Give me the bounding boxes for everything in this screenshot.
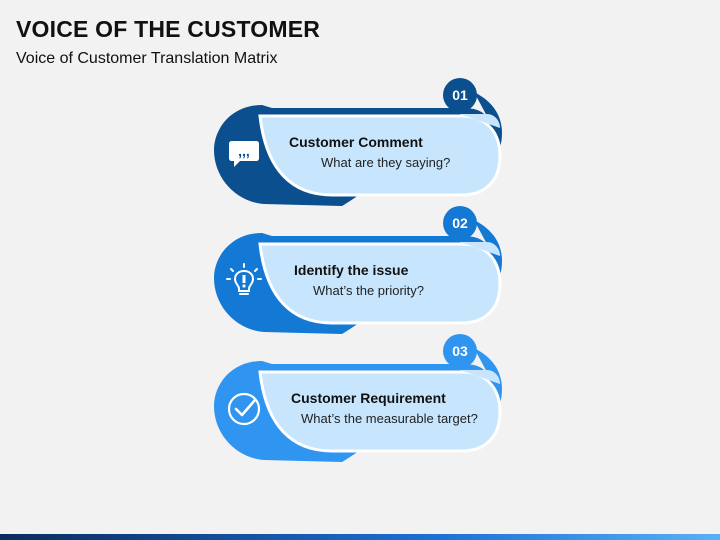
step-heading: Identify the issue [294, 262, 409, 278]
step-card [258, 370, 502, 453]
step-description: What’s the priority? [313, 283, 425, 298]
bottom-accent-bar [0, 534, 720, 540]
step-shape [214, 348, 502, 462]
check-circle-icon [227, 392, 261, 426]
page-title: VOICE OF THE CUSTOMER [16, 16, 321, 42]
step-card [258, 114, 502, 197]
step-card [258, 242, 502, 325]
step-shape [214, 92, 502, 206]
step-customer-comment: 01 ,,, Customer Comment What are they sa… [212, 78, 512, 210]
step-number-badge: 02 [443, 206, 477, 240]
step-customer-requirement: 03 Customer Requirement What’s the measu… [212, 334, 512, 466]
step-card-tab [460, 370, 500, 384]
step-shape [214, 220, 502, 334]
lightbulb-exclamation-icon [226, 263, 262, 295]
speech-bubble-quote-icon: ,,, [229, 141, 259, 167]
step-heading: Customer Requirement [291, 390, 446, 406]
step-description: What are they saying? [321, 155, 451, 170]
step-number-badge: 03 [443, 334, 477, 368]
step-number-badge: 01 [443, 78, 477, 112]
step-description: What’s the measurable target? [301, 411, 478, 426]
page-subtitle: Voice of Customer Translation Matrix [16, 50, 278, 67]
svg-text:,,,: ,,, [238, 143, 250, 159]
step-identify-issue: 02 Identify the issue What’s the priorit… [212, 206, 512, 338]
step-card-tab [460, 114, 500, 128]
step-heading: Customer Comment [289, 134, 423, 150]
step-card-tab [460, 242, 500, 256]
